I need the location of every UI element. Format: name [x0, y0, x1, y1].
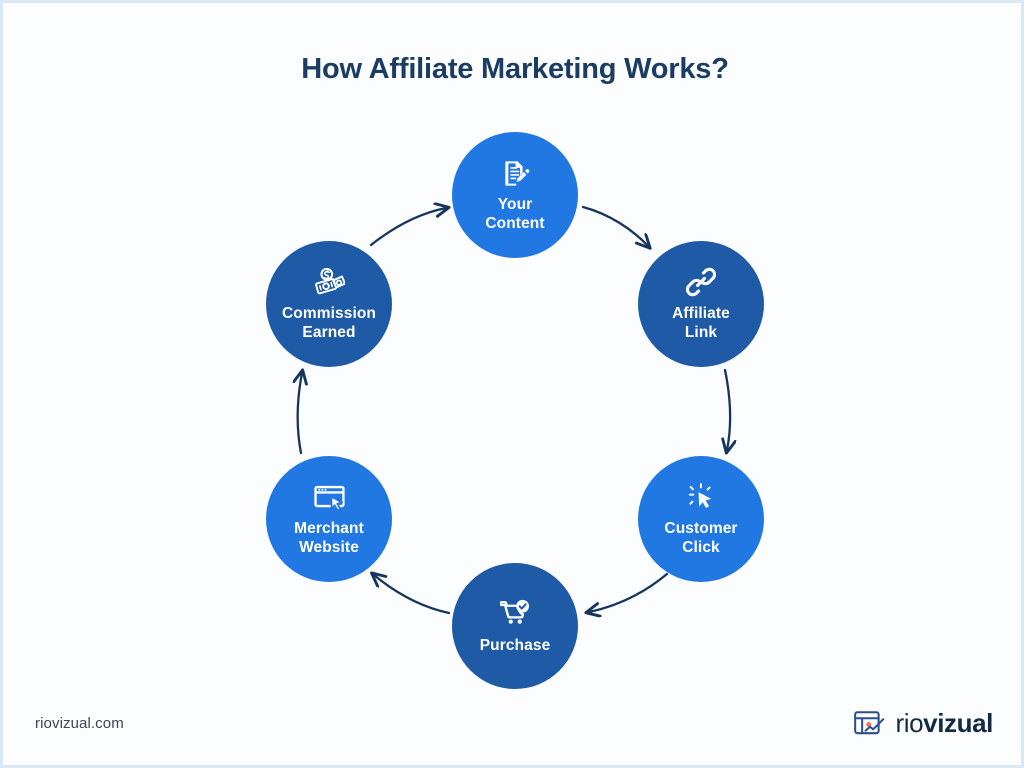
connector-content-to-link	[581, 205, 648, 246]
chart-board-icon	[854, 711, 885, 735]
node-label: Purchase	[479, 636, 551, 654]
connector-link-to-click	[725, 368, 730, 450]
document-pencil-icon	[498, 156, 532, 190]
node-affiliate-link[interactable]: Affiliate Link	[638, 241, 764, 367]
connector-click-to-purchase	[589, 572, 669, 612]
node-merchant-website[interactable]: Merchant Website	[266, 456, 392, 582]
page-title: How Affiliate Marketing Works?	[301, 53, 729, 85]
node-label: Affiliate Link	[672, 305, 730, 341]
money-cash-icon	[312, 265, 346, 299]
footer-url: riovizual.com	[35, 715, 124, 732]
brand-name-bold: vizual	[923, 708, 993, 738]
shopping-cart-check-icon	[498, 597, 532, 631]
brand-logo: riovizual	[853, 708, 993, 739]
browser-window-cursor-icon	[312, 480, 346, 514]
affiliate-cycle-diagram: Your Content Affiliate Link	[3, 3, 1021, 765]
node-label: Your Content	[485, 196, 545, 232]
node-label: Merchant Website	[294, 520, 364, 556]
cursor-click-icon	[684, 480, 718, 514]
node-commission-earned[interactable]: Commission Earned	[266, 241, 392, 367]
node-your-content[interactable]: Your Content	[452, 132, 578, 258]
node-label: Commission Earned	[281, 305, 376, 341]
brand-name-thin: rio	[895, 708, 924, 738]
node-purchase[interactable]: Purchase	[452, 563, 578, 689]
connector-merchant-to-commission	[298, 373, 302, 455]
connector-commission-to-content	[369, 208, 446, 247]
node-label: Customer Click	[664, 520, 738, 556]
brand-logo-text: riovizual	[895, 708, 993, 739]
chain-link-icon	[684, 265, 718, 299]
connector-purchase-to-merchant	[374, 575, 451, 615]
node-customer-click[interactable]: Customer Click	[638, 456, 764, 582]
